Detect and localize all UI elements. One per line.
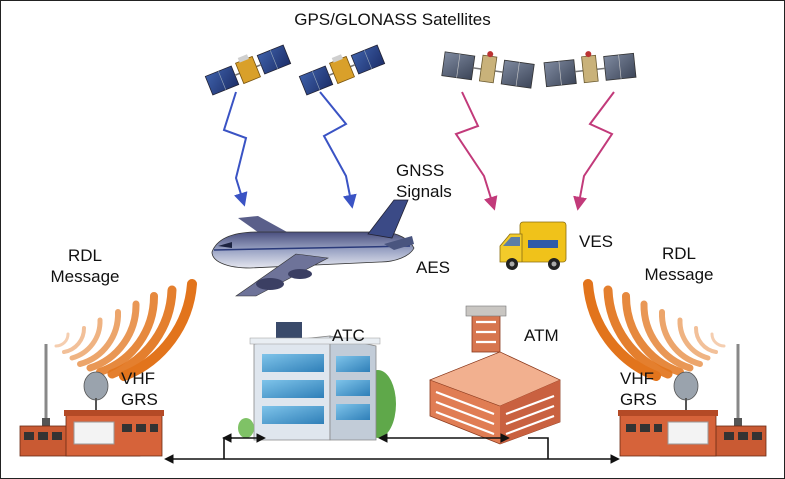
vehicle-label: VES <box>579 232 614 251</box>
gnss-signals-line1: GNSS <box>396 161 445 180</box>
diagram-title: GPS/GLONASS Satellites <box>294 10 491 29</box>
rdl-right-line2: Message <box>644 265 714 284</box>
aircraft-label: AES <box>416 258 451 277</box>
glonass-signal-arrow-2 <box>573 91 615 211</box>
network-branch-left <box>223 433 266 459</box>
atc-label: ATC <box>332 326 365 345</box>
ground-network <box>164 433 620 464</box>
rdl-right-line1: RDL <box>661 244 696 263</box>
atc-building-icon <box>238 322 396 441</box>
rdl-wave-left-icon <box>54 279 197 381</box>
vhf-right-line2: GRS <box>620 390 657 409</box>
glonass-satellite-2 <box>543 51 637 88</box>
gps-satellite-2 <box>298 44 386 96</box>
vhf-ground-station-right-icon <box>618 344 767 457</box>
vhf-left-line1: VHF <box>121 369 155 388</box>
gnss-signals-label: GNSS Signals <box>396 160 452 202</box>
vhf-right-line1: VHF <box>620 369 654 388</box>
rdl-wave-right-icon <box>583 279 726 381</box>
vhf-grs-left-label: VHF GRS <box>121 368 158 410</box>
rdl-left-line2: Message <box>50 267 120 286</box>
vehicle-icon <box>499 221 567 270</box>
gps-signal-arrow-1 <box>222 91 248 207</box>
rdl-message-right-label: RDL Message <box>634 243 724 285</box>
glonass-signal-arrow-1 <box>454 91 498 211</box>
gps-signal-arrow-2 <box>319 91 357 209</box>
vhf-left-line2: GRS <box>121 390 158 409</box>
rdl-left-line1: RDL <box>67 246 102 265</box>
gnss-signals-line2: Signals <box>396 182 452 201</box>
network-branch-right <box>528 437 549 459</box>
glonass-satellite-1 <box>441 51 535 89</box>
atm-building-icon <box>429 305 561 445</box>
gps-satellite-1 <box>204 44 292 96</box>
vhf-ground-station-left-icon <box>19 344 164 457</box>
atm-label: ATM <box>524 326 559 345</box>
vhf-grs-right-label: VHF GRS <box>620 368 657 410</box>
rdl-message-left-label: RDL Message <box>40 245 130 287</box>
aircraft-icon <box>211 199 415 297</box>
